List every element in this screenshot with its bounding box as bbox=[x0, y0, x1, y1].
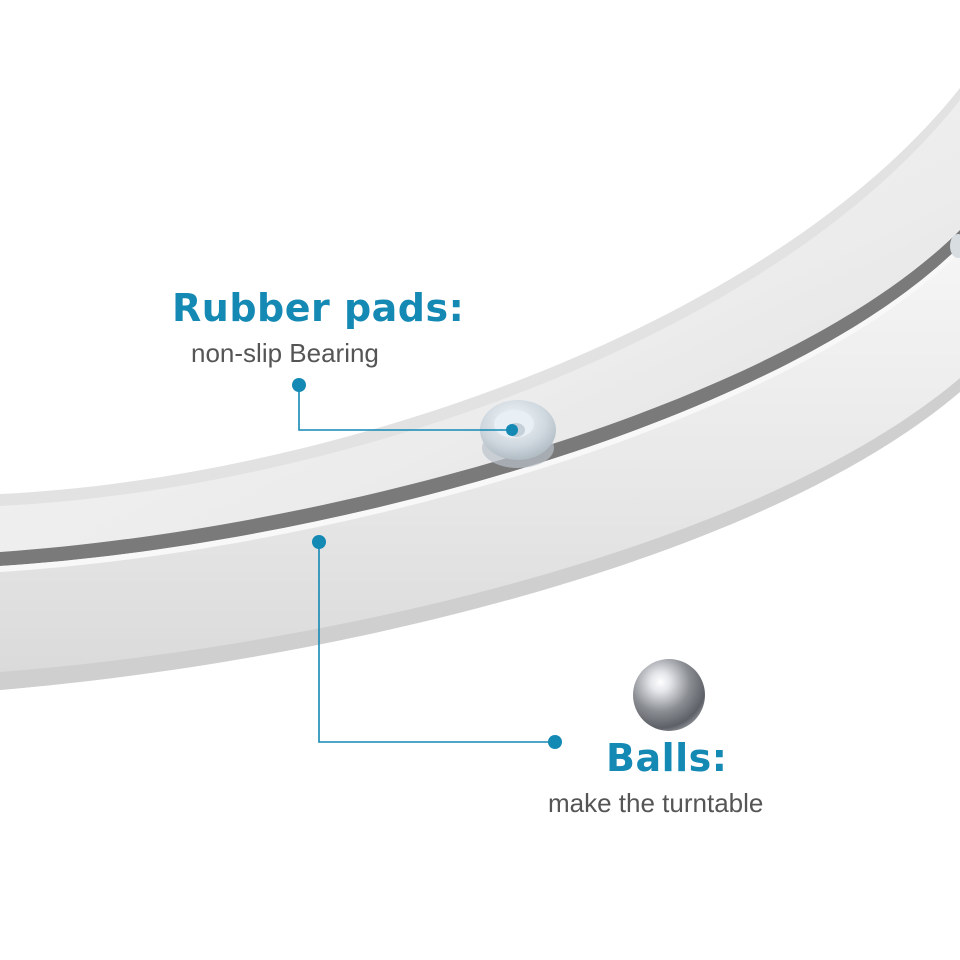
balls-dot-end bbox=[548, 735, 562, 749]
rubber-pads-dot-end bbox=[506, 424, 518, 436]
ring-lower-band bbox=[0, 240, 960, 690]
rubber-pads-connector bbox=[298, 385, 510, 431]
rubber-pads-subtitle: non-slip Bearing bbox=[191, 338, 379, 368]
balls-connector bbox=[318, 542, 555, 743]
rubber-pads-title: Rubber pads: bbox=[172, 286, 465, 330]
balls-subtitle: make the turntable bbox=[548, 788, 764, 818]
steel-ball-icon bbox=[633, 659, 705, 731]
ring-upper-band bbox=[0, 90, 960, 552]
balls-dot-start bbox=[312, 535, 326, 549]
rubber-pad-icon bbox=[480, 400, 556, 468]
rubber-pads-dot-top bbox=[292, 378, 306, 392]
rubber-pad-partial bbox=[950, 234, 960, 258]
balls-title: Balls: bbox=[606, 736, 728, 780]
